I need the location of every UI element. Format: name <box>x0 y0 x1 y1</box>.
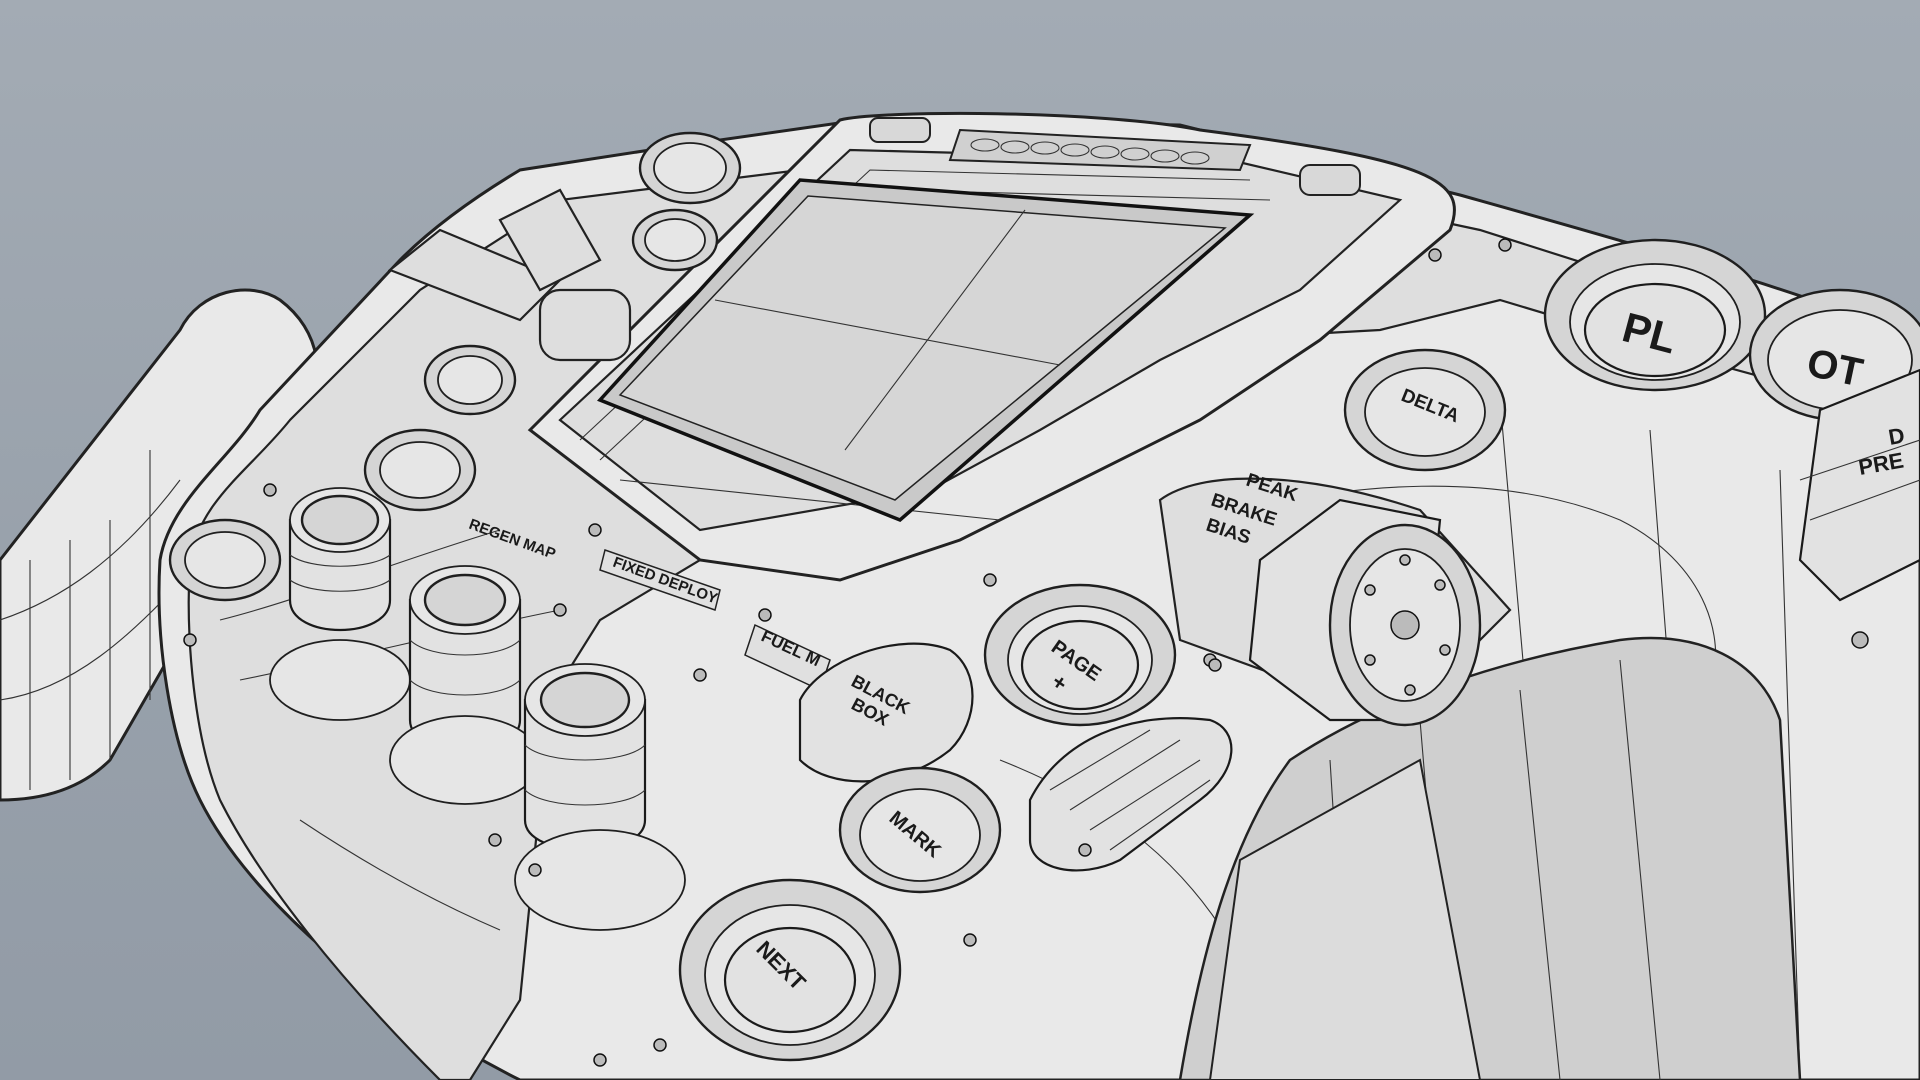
rotary-switch-1[interactable] <box>269 487 411 721</box>
next-button[interactable]: NEXT <box>678 878 902 1062</box>
fastener-screws <box>183 238 1869 1067</box>
right-edge-rotary[interactable]: D PRE <box>1798 368 1920 602</box>
page-plus-button[interactable]: PAGE + <box>983 583 1177 727</box>
display-screen <box>597 178 1255 523</box>
small-button-left-mid[interactable] <box>423 344 517 416</box>
center-cutout <box>1178 636 1802 1080</box>
mark-button[interactable]: MARK <box>838 766 1002 894</box>
rotary-switch-2[interactable] <box>389 565 541 805</box>
delta-button[interactable]: DELTA <box>1343 348 1507 472</box>
paddle-stalk-left <box>387 188 632 362</box>
peak-brake-bias-rotary[interactable]: PEAK BRAKE BIAS <box>1158 470 1512 727</box>
indicator-left <box>869 117 931 143</box>
small-button-left-low[interactable] <box>363 428 477 512</box>
small-button-topleft-2[interactable] <box>631 208 719 272</box>
pl-button[interactable]: PL <box>1543 238 1767 392</box>
small-button-topleft-1[interactable] <box>638 131 742 205</box>
thumb-toggle[interactable] <box>1028 717 1233 872</box>
small-button-far-left[interactable] <box>168 518 282 602</box>
black-box-button[interactable]: BLACK BOX <box>798 642 974 783</box>
rotary-switch-3[interactable] <box>514 663 686 931</box>
indicator-right <box>1299 164 1361 196</box>
right-edge-label-1: D <box>1887 423 1907 450</box>
